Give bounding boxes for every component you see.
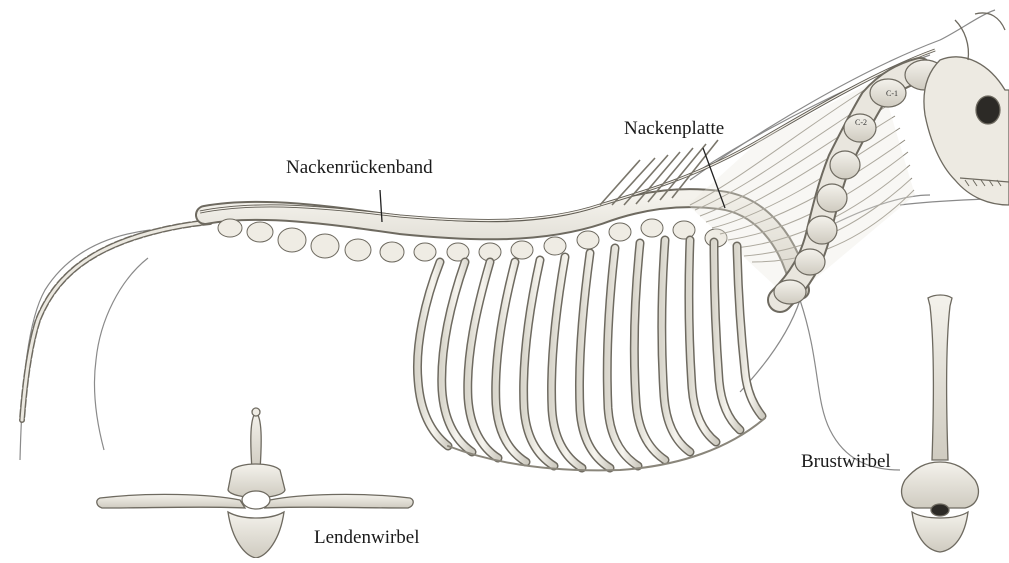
thoracic-vertebra-figure: [902, 295, 979, 552]
rib-cage: [417, 240, 765, 470]
nackenplatte-label: Nackenplatte: [624, 119, 724, 138]
c1-vertebra-label: C-1: [886, 89, 898, 98]
nackenrueckenband-label: Nackenrückenband: [286, 158, 433, 177]
lendenwirbel-label: Lendenwirbel: [314, 528, 420, 547]
brustwirbel-label: Brustwirbel: [801, 452, 891, 471]
c2-vertebra-label: C-2: [855, 118, 867, 127]
tail-vertebrae: [22, 222, 210, 420]
